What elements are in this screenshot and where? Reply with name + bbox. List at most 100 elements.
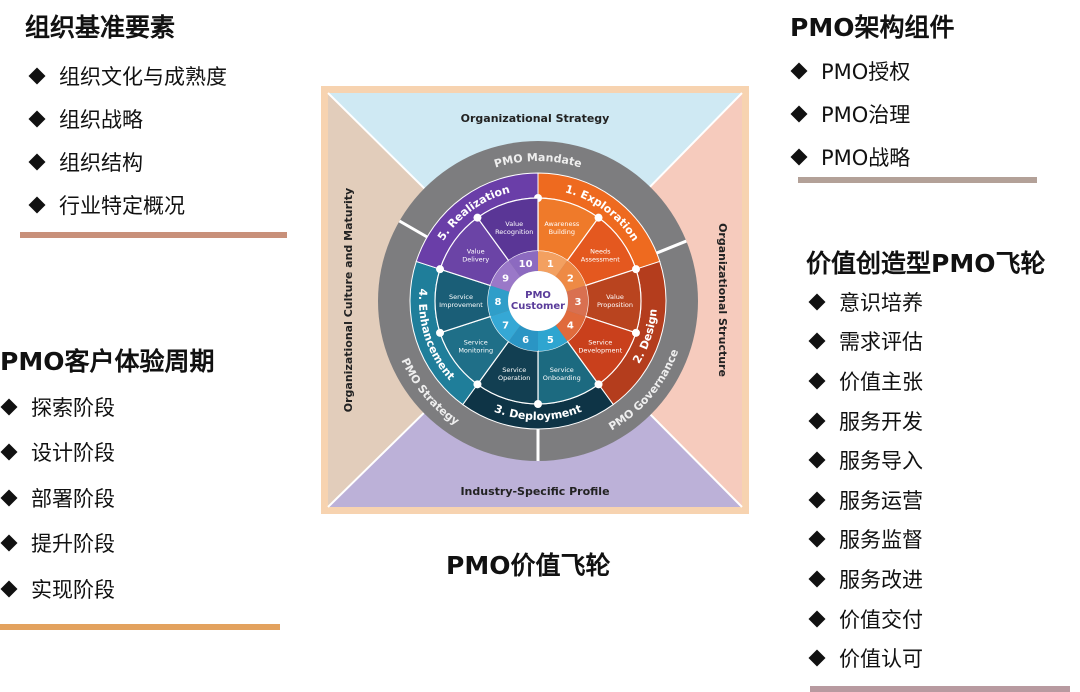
- list-item: 设计阶段: [0, 430, 115, 476]
- outer-ring-label-mandate: PMO Mandate: [493, 151, 584, 171]
- step-number: 2: [567, 273, 574, 284]
- flywheel-steps-list: 意识培养 需求评估 价值主张 服务开发 服务导入 服务运营 服务监督 服务改进 …: [808, 282, 923, 678]
- list-item: 部署阶段: [0, 475, 115, 521]
- pmo-components-list: PMO授权 PMO治理 PMO战略: [790, 49, 910, 178]
- diamond-bullet-icon: [808, 372, 826, 390]
- step-number: 9: [502, 273, 509, 284]
- item-text: 价值认可: [839, 647, 923, 672]
- item-text: 设计阶段: [31, 441, 115, 466]
- list-item: 组织文化与成熟度: [28, 54, 227, 97]
- list-item: 行业特定概况: [28, 183, 227, 226]
- list-item: 服务监督: [808, 520, 923, 560]
- step-number-segment: [508, 325, 538, 351]
- divider: [20, 232, 287, 238]
- diamond-bullet-icon: [0, 443, 18, 461]
- diamond-bullet-icon: [790, 148, 808, 165]
- flow-arrow-icon: [473, 380, 482, 389]
- diamond-bullet-icon: [808, 412, 826, 430]
- center-circle: [508, 271, 568, 331]
- diamond-bullet-icon: [808, 570, 826, 588]
- item-text: 组织结构: [59, 150, 143, 175]
- divider: [798, 177, 1037, 183]
- step-number-segment: [555, 260, 586, 292]
- step-number-segment: [538, 325, 568, 351]
- diamond-bullet-icon: [808, 610, 826, 628]
- step-number: 6: [522, 335, 529, 346]
- diamond-bullet-icon: [808, 293, 826, 311]
- list-item: 组织结构: [28, 140, 227, 183]
- list-item: PMO战略: [790, 135, 910, 178]
- diamond-bullet-icon: [808, 530, 826, 548]
- step-number: 3: [575, 297, 582, 308]
- divider: [0, 624, 280, 630]
- item-text: 实现阶段: [31, 577, 115, 602]
- ring-separator: [656, 239, 687, 255]
- item-text: 组织文化与成熟度: [59, 64, 227, 89]
- diamond-bullet-icon: [808, 649, 826, 667]
- flow-arrow-icon: [594, 213, 603, 222]
- diamond-bullet-icon: [0, 489, 18, 507]
- item-text: PMO授权: [821, 59, 911, 84]
- item-text: PMO战略: [821, 145, 911, 170]
- diamond-bullet-icon: [808, 491, 826, 509]
- diamond-bullet-icon: [790, 62, 808, 79]
- diamond-bullet-icon: [0, 398, 18, 416]
- step-number-segment: [488, 285, 510, 317]
- step-number: 1: [547, 259, 554, 270]
- list-item: 需求评估: [808, 322, 923, 362]
- flow-arrow-icon: [436, 265, 445, 274]
- flywheel-steps-title: 价值创造型PMO飞轮: [806, 249, 1046, 278]
- list-item: 意识培养: [808, 282, 923, 322]
- list-item: 组织战略: [28, 97, 227, 140]
- flow-arrow-icon: [534, 400, 542, 408]
- step-number-segment: [508, 251, 538, 277]
- diamond-bullet-icon: [808, 332, 826, 350]
- item-text: 价值交付: [839, 607, 923, 632]
- list-item: 服务开发: [808, 401, 923, 441]
- step-number-segment: [555, 310, 586, 342]
- item-text: 需求评估: [839, 330, 923, 355]
- flow-arrow-icon: [594, 380, 603, 389]
- item-text: 探索阶段: [31, 395, 115, 420]
- step-number: 7: [502, 321, 509, 332]
- item-text: 服务改进: [839, 567, 923, 592]
- diamond-bullet-icon: [808, 451, 826, 469]
- list-item: PMO治理: [790, 92, 910, 135]
- diamond-bullet-icon: [790, 105, 808, 122]
- side-label-top: Organizational Strategy: [461, 112, 610, 125]
- list-item: 探索阶段: [0, 384, 115, 430]
- item-text: 服务导入: [839, 449, 923, 474]
- org-baseline-list: 组织文化与成熟度 组织战略 组织结构 行业特定概况: [28, 54, 227, 226]
- list-item: 价值认可: [808, 638, 923, 678]
- step-number: 8: [495, 297, 502, 308]
- divider: [810, 686, 1070, 692]
- diamond-bullet-icon: [28, 110, 46, 127]
- list-item: PMO授权: [790, 49, 910, 92]
- diamond-bullet-icon: [28, 67, 46, 84]
- list-item: 服务导入: [808, 440, 923, 480]
- list-item: 价值交付: [808, 599, 923, 639]
- diamond-bullet-icon: [0, 534, 18, 552]
- customer-cycle-list: 探索阶段 设计阶段 部署阶段 提升阶段 实现阶段: [0, 384, 115, 612]
- item-text: PMO治理: [821, 102, 911, 127]
- step-number: 5: [547, 335, 554, 346]
- flow-arrow-icon: [473, 213, 482, 222]
- diamond-bullet-icon: [28, 153, 46, 170]
- side-label-left: Organizational Culture and Maturity: [342, 188, 355, 412]
- step-number-segment: [490, 310, 521, 342]
- ring-separator: [398, 219, 428, 239]
- item-text: 组织战略: [59, 107, 143, 132]
- item-text: 服务监督: [839, 528, 923, 553]
- list-item: 服务改进: [808, 559, 923, 599]
- item-text: 提升阶段: [31, 532, 115, 557]
- list-item: 提升阶段: [0, 521, 115, 567]
- flow-arrow-icon: [631, 265, 640, 274]
- list-item: 实现阶段: [0, 566, 115, 612]
- diamond-bullet-icon: [0, 580, 18, 598]
